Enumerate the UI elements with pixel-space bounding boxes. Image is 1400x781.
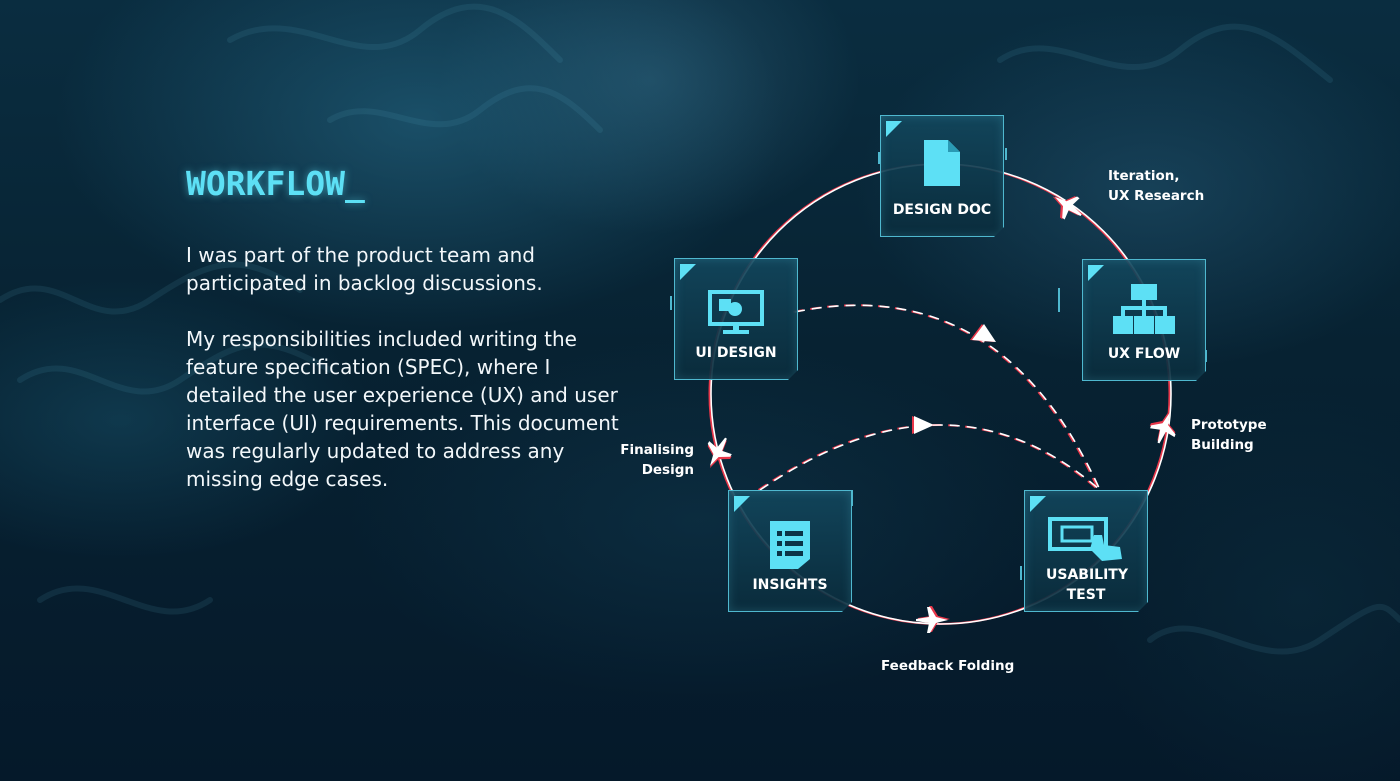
corner-marker [886, 121, 902, 137]
node-usability-test[interactable]: USABILITY TEST [1024, 490, 1148, 612]
touch-screen-icon [1025, 513, 1147, 563]
arrow-icon [912, 416, 934, 434]
stage-line: Finalising [620, 442, 694, 458]
jet-icon [1149, 410, 1176, 444]
stage-label-iteration: Iteration, UX Research [1108, 166, 1204, 206]
list-document-icon [729, 519, 851, 571]
section-title: WORKFLOW_ [186, 164, 365, 203]
arrow-icon [970, 324, 996, 342]
node-label: UI DESIGN [695, 345, 777, 361]
stage-label-feedback: Feedback Folding [881, 656, 1014, 676]
corner-marker [734, 496, 750, 512]
node-ux-flow[interactable]: UX FLOW [1082, 259, 1206, 381]
node-design-doc[interactable]: DESIGN DOC [880, 115, 1004, 237]
node-label: UX FLOW [1107, 346, 1181, 362]
corner-marker [680, 264, 696, 280]
stage-line: Building [1191, 437, 1254, 453]
dashed-arc-shadow-lower [757, 424, 1100, 491]
monitor-icon [675, 289, 797, 335]
corner-marker [1088, 265, 1104, 281]
node-label: USABILITY TEST [1046, 567, 1128, 603]
node-ui-design[interactable]: UI DESIGN [674, 258, 798, 380]
node-label: INSIGHTS [752, 577, 828, 593]
stage-line: Prototype [1191, 417, 1267, 433]
intro-paragraph-2: My responsibilities included writing the… [186, 327, 619, 491]
workflow-intro: WORKFLOW_ I was part of the product team… [186, 164, 626, 521]
flowchart-icon [1083, 282, 1205, 338]
stage-line: Design [641, 462, 694, 478]
jet-icon [1052, 196, 1082, 220]
dashed-arc-lower [759, 424, 1101, 491]
stage-line: Iteration, [1108, 168, 1180, 184]
stage-label-finalising: Finalising Design [610, 440, 694, 480]
dashed-arc-shadow-upper [793, 304, 1100, 491]
document-icon [881, 138, 1003, 188]
jet-icon [916, 606, 950, 633]
card-ticks [670, 148, 1207, 580]
dashed-arc-upper [794, 304, 1101, 491]
stage-line: UX Research [1108, 188, 1205, 204]
stage-label-prototype: Prototype Building [1191, 415, 1267, 455]
node-insights[interactable]: INSIGHTS [728, 490, 852, 612]
stage-line: Feedback Folding [881, 658, 1015, 674]
jet-icon [707, 437, 732, 469]
corner-marker [1030, 496, 1046, 512]
node-label: DESIGN DOC [892, 202, 992, 218]
intro-paragraph-1: I was part of the product team and parti… [186, 243, 543, 295]
